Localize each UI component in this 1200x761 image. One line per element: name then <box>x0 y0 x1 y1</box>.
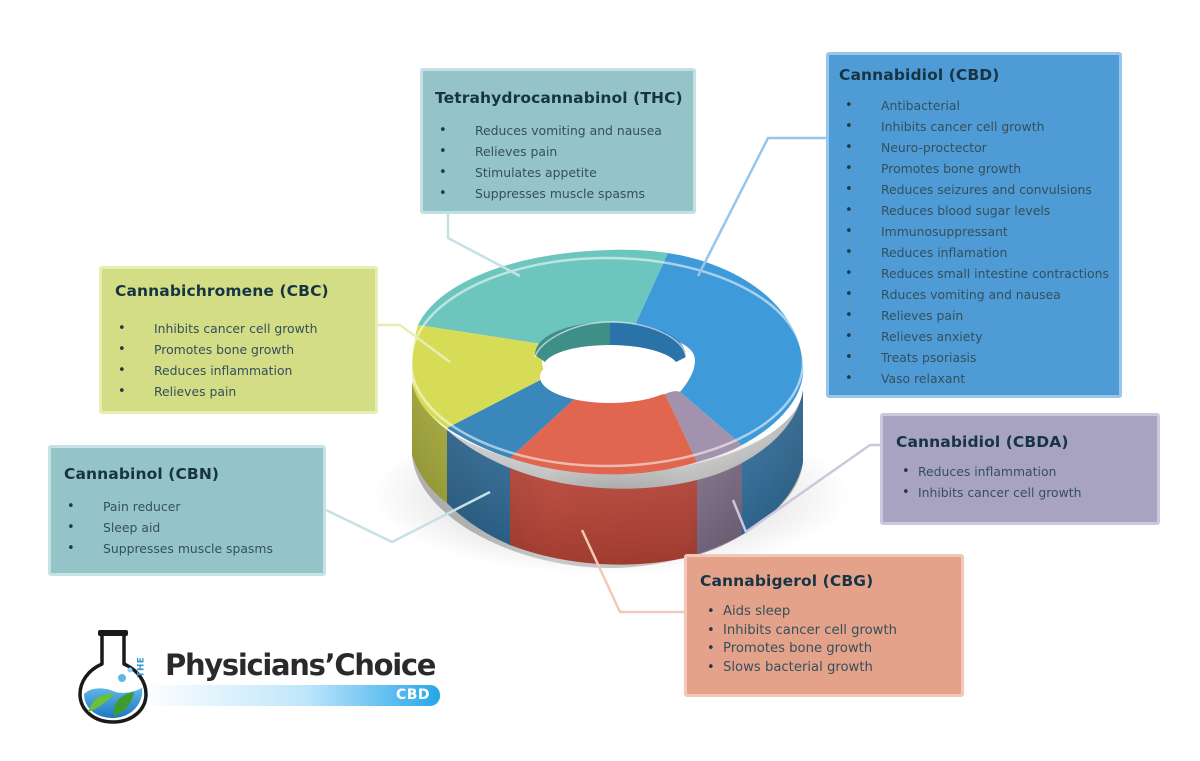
flask-icon <box>78 630 148 724</box>
cbn-benefit-item: Suppresses muscle spasms <box>51 538 273 559</box>
cbd-card-title: Cannabidiol (CBD) <box>839 66 1000 84</box>
thc-benefit-item: Relieves pain <box>423 141 662 162</box>
donut-hole <box>534 321 687 403</box>
hole-lip <box>534 321 687 358</box>
cbd-benefit-item: Neuro-proctector <box>829 137 1109 158</box>
cbd-card: Cannabidiol (CBD) Antibacterial Inhibits… <box>826 52 1122 398</box>
thc-benefit-item: Reduces vomiting and nausea <box>423 120 662 141</box>
sector-cbn <box>447 376 582 458</box>
cbda-benefit-item: Inhibits cancer cell growth <box>883 482 1081 503</box>
cbn-benefit-list: Pain reducer Sleep aid Suppresses muscle… <box>51 496 273 559</box>
cbg-benefit-item: Slows bacterial growth <box>687 659 897 678</box>
sector-cbda <box>665 391 742 462</box>
cbd-benefit-item: Vaso relaxant <box>829 368 1109 389</box>
cbd-benefit-item: Reduces inflamation <box>829 242 1109 263</box>
wall-vertical-shading <box>412 382 803 568</box>
connector-thc <box>446 214 521 278</box>
cbg-benefit-item: Inhibits cancer cell growth <box>687 622 897 641</box>
cbg-benefit-list: Aids sleep Inhibits cancer cell growth P… <box>687 603 897 677</box>
cbd-benefit-item: Treats psoriasis <box>829 347 1109 368</box>
cbc-benefit-item: Relieves pain <box>102 381 317 402</box>
thc-card: Tetrahydrocannabinol (THC) Reduces vomit… <box>420 68 696 214</box>
logo-cbd-tag: CBD <box>395 687 431 703</box>
cbn-benefit-item: Sleep aid <box>51 517 273 538</box>
cbc-benefit-list: Inhibits cancer cell growth Promotes bon… <box>102 318 317 402</box>
cbd-benefit-item: Rduces vomiting and nausea <box>829 284 1109 305</box>
cbd-benefit-item: Reduces seizures and convulsions <box>829 179 1109 200</box>
donut-outer-wall <box>412 382 803 568</box>
cbd-benefit-list: Antibacterial Inhibits cancer cell growt… <box>829 95 1109 389</box>
logo-prefix: THE <box>136 650 159 690</box>
logo-wordmark: Physicians’Choice <box>165 648 436 682</box>
logo-swoosh-bar <box>140 685 440 706</box>
cbda-benefit-item: Reduces inflammation <box>883 461 1081 482</box>
cbd-benefit-item: Immunosuppressant <box>829 221 1109 242</box>
connector-cbc <box>378 323 451 364</box>
connector-cbg <box>580 529 684 614</box>
cbd-benefit-item: Antibacterial <box>829 95 1109 116</box>
connector-lines <box>325 136 880 614</box>
connector-cbda <box>731 443 880 534</box>
physicians-choice-logo <box>78 630 440 724</box>
donut-rim <box>409 256 805 468</box>
cbg-benefit-item: Promotes bone growth <box>687 640 897 659</box>
cbda-benefit-list: Reduces inflammation Inhibits cancer cel… <box>883 461 1081 503</box>
cbg-benefit-item: Aids sleep <box>687 603 897 622</box>
connector-cbn <box>325 490 491 544</box>
sector-cbd <box>632 253 804 445</box>
donut-top-face <box>409 249 805 475</box>
thc-benefit-list: Reduces vomiting and nausea Relieves pai… <box>423 120 662 204</box>
sector-thc <box>418 249 668 345</box>
cbc-card-title: Cannabichromene (CBC) <box>115 282 329 300</box>
logo-prefix-text: THE <box>136 656 147 678</box>
cbn-card: Cannabinol (CBN) Pain reducer Sleep aid … <box>48 445 326 576</box>
cbn-benefit-item: Pain reducer <box>51 496 273 517</box>
cbn-card-title: Cannabinol (CBN) <box>64 465 220 483</box>
cbd-benefit-item: Reduces blood sugar levels <box>829 200 1109 221</box>
cbda-card-title: Cannabidiol (CBDA) <box>896 433 1069 451</box>
thc-benefit-item: Stimulates appetite <box>423 162 662 183</box>
cbc-benefit-item: Reduces inflammation <box>102 360 317 381</box>
cbc-card: Cannabichromene (CBC) Inhibits cancer ce… <box>99 266 378 414</box>
cbd-benefit-item: Relieves anxiety <box>829 326 1109 347</box>
cbd-benefit-item: Reduces small intestine contractions <box>829 263 1109 284</box>
hole-opening <box>540 351 680 403</box>
cbda-card: Cannabidiol (CBDA) Reduces inflammation … <box>880 413 1160 525</box>
cbg-card: Cannabigerol (CBG) Aids sleep Inhibits c… <box>684 554 964 697</box>
cbd-benefit-item: Relieves pain <box>829 305 1109 326</box>
hole-inner-wall-right <box>610 322 686 362</box>
cbc-benefit-item: Promotes bone growth <box>102 339 317 360</box>
connector-cbd <box>696 136 826 277</box>
sector-cbc <box>412 325 548 428</box>
cbd-benefit-item: Inhibits cancer cell growth <box>829 116 1109 137</box>
cbd-benefit-item: Promotes bone growth <box>829 158 1109 179</box>
thc-benefit-item: Suppresses muscle spasms <box>423 183 662 204</box>
cbg-card-title: Cannabigerol (CBG) <box>700 572 874 590</box>
thc-card-title: Tetrahydrocannabinol (THC) <box>435 89 683 107</box>
hole-inner-wall-left <box>535 322 610 362</box>
cbc-benefit-item: Inhibits cancer cell growth <box>102 318 317 339</box>
sector-cbg <box>510 392 697 475</box>
